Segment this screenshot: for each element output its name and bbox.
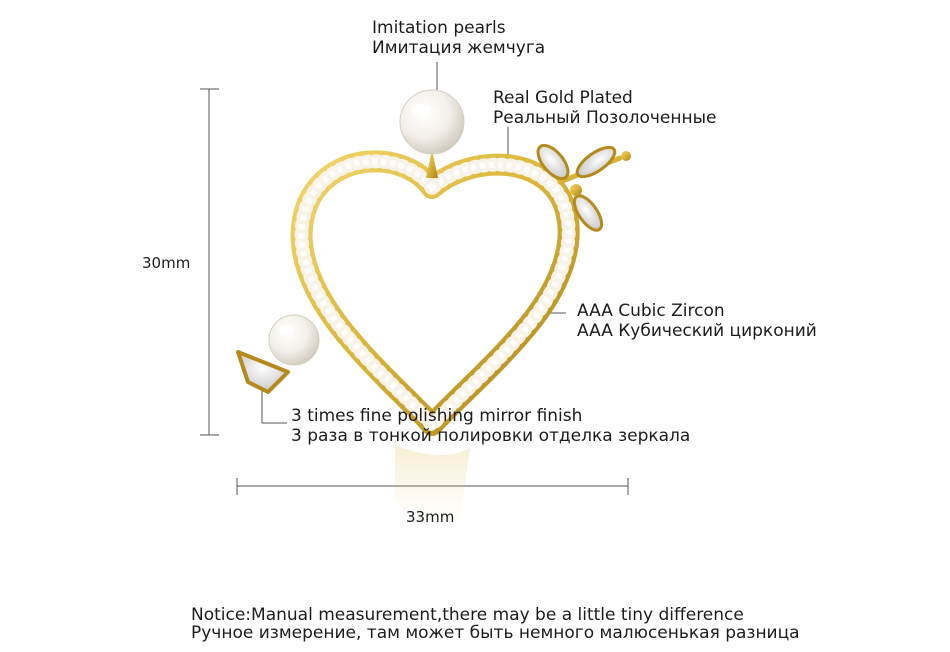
callout-gold: Real Gold Plated Реальный Позолоченные [493, 88, 717, 128]
callout-gold-ru: Реальный Позолоченные [493, 108, 717, 128]
callout-zircon-en: AAA Cubic Zircon [577, 301, 725, 321]
height-dimension-line [200, 88, 219, 436]
callout-gold-en: Real Gold Plated [493, 88, 633, 108]
callout-zircon: AAA Cubic Zircon AAA Кубический цирконий [577, 301, 817, 341]
height-dimension-label: 30mm [142, 254, 191, 272]
callout-pearls-ru: Имитация жемчуга [372, 38, 546, 58]
polish-leader-line [261, 382, 287, 424]
notice-ru: Ручное измерение, там может быть немного… [191, 623, 800, 643]
reflection [395, 445, 470, 522]
notice-en: Notice:Manual measurement,there may be a… [191, 605, 744, 625]
callout-polish-en: 3 times fine polishing mirror finish [291, 406, 583, 426]
callout-polish-ru: 3 раза в тонкой полировки отделка зеркал… [291, 426, 691, 446]
callout-pearls-en: Imitation pearls [372, 18, 506, 38]
heart-frame [290, 150, 580, 436]
measurement-notice: Notice:Manual measurement,there may be a… [191, 606, 800, 642]
flower-cluster [536, 143, 631, 232]
callout-pearls: Imitation pearls Имитация жемчуга [372, 18, 545, 58]
side-pearl [236, 314, 320, 394]
width-dimension-label: 33mm [406, 508, 455, 526]
top-pearl [399, 89, 465, 178]
callout-zircon-ru: AAA Кубический цирконий [577, 321, 817, 341]
callout-polish: 3 times fine polishing mirror finish 3 р… [291, 406, 690, 446]
